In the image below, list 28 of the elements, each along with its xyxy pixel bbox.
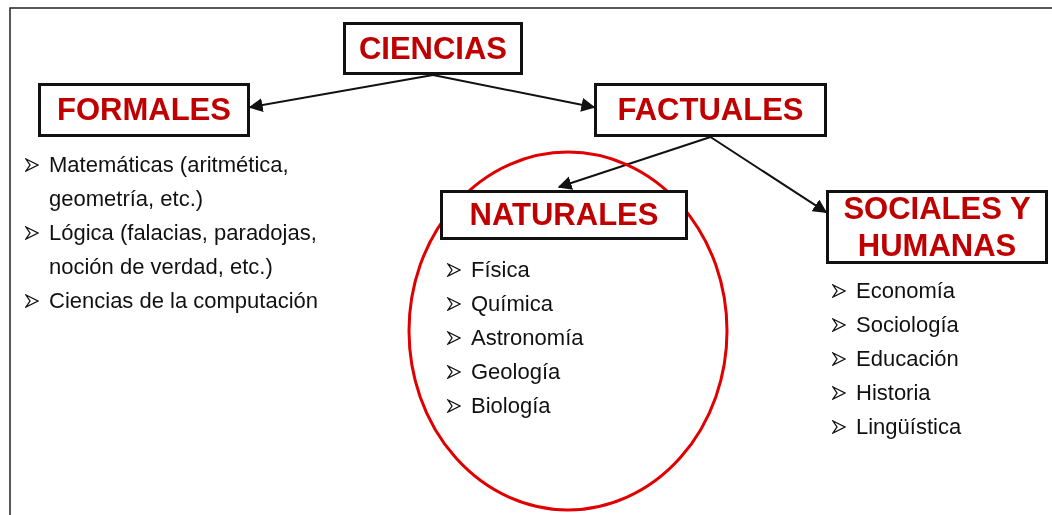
- heading-box: [594, 83, 827, 137]
- list-item: Física: [471, 256, 530, 284]
- heading-box: [826, 190, 1048, 264]
- heading-box: [343, 22, 523, 75]
- arrow: [557, 136, 712, 190]
- list-item: Astronomía: [471, 324, 584, 352]
- ellipse-outline: [407, 150, 729, 512]
- list-item: Biología: [471, 392, 551, 420]
- heading-text: SOCIALES Y HUMANAS: [842, 189, 1032, 265]
- list-item: Matemáticas (aritmética, geometría, etc.): [49, 151, 290, 213]
- arrow: [248, 74, 434, 112]
- list-item: Educación: [856, 345, 959, 373]
- list-item: Química: [471, 290, 553, 318]
- heading-text: FORMALES: [57, 91, 231, 129]
- list-item: Lingüística: [856, 413, 962, 441]
- list-item: Economía: [856, 277, 956, 305]
- list-item: Historia: [856, 379, 931, 407]
- list-item: Geología: [471, 358, 561, 386]
- heading-text: CIENCIAS: [358, 29, 508, 68]
- heading-box: [38, 83, 250, 137]
- arrow: [432, 74, 596, 112]
- arrow: [709, 136, 828, 214]
- heading-text: NATURALES: [469, 196, 659, 234]
- heading-box: [440, 190, 688, 240]
- heading-text: FACTUALES: [617, 91, 804, 129]
- list-item: Sociología: [856, 311, 959, 339]
- list-item: Ciencias de la computación: [49, 287, 319, 315]
- list-item: Lógica (falacias, paradojas, noción de verdad, etc.): [49, 219, 318, 281]
